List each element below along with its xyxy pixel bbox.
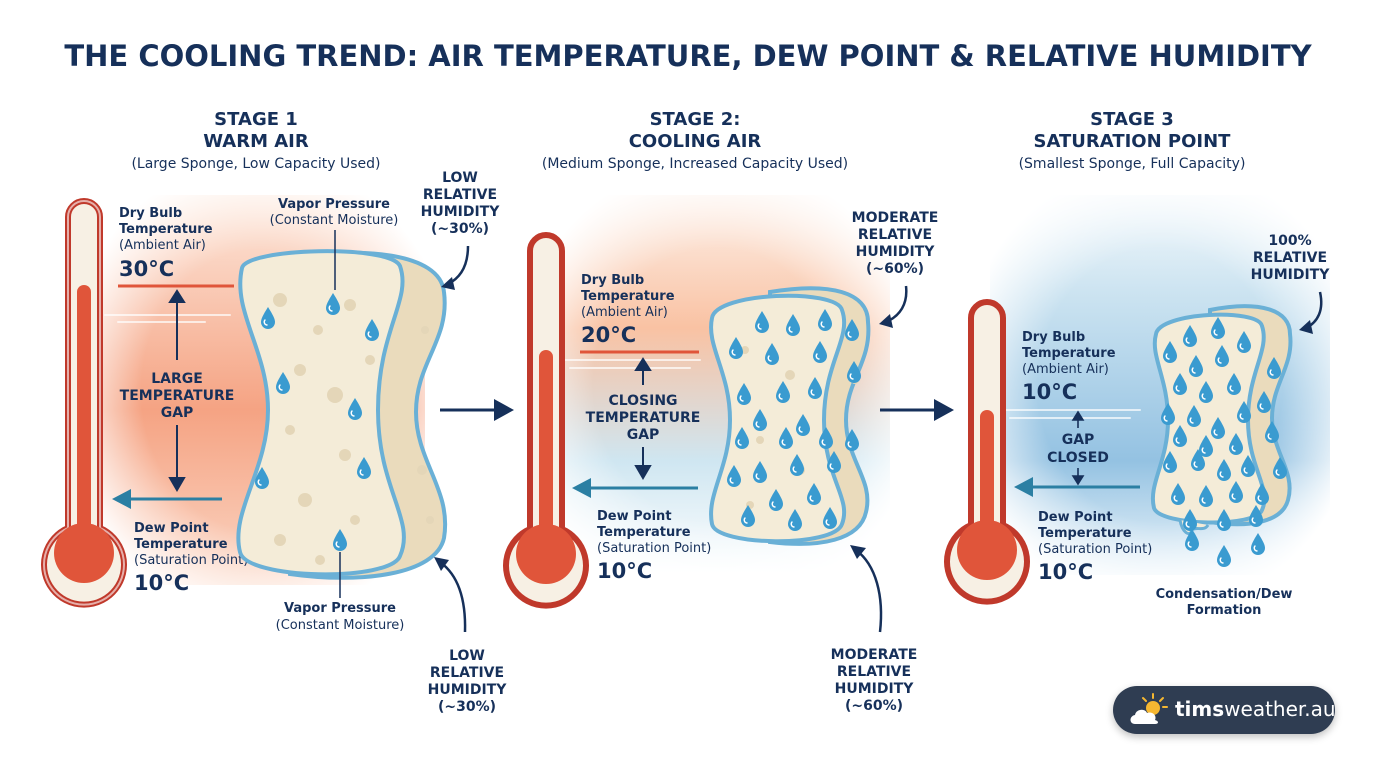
stage2-dew-line1: Dew Point [597,509,672,524]
stage2-humidity-bottom-line4: (~60%) [845,698,903,714]
stage1-vapor-top-line2: (Constant Moisture) [270,213,399,228]
stage2-dry-bulb-line1: Dry Bulb [581,273,644,288]
stage2-humidity-top-line2: RELATIVE [858,227,932,243]
stage1-dew-line2: Temperature [134,537,228,552]
stage3-subtitle: (Smallest Sponge, Full Capacity) [1019,156,1246,172]
stage1-vapor-top-line1: Vapor Pressure [278,197,390,212]
stage1-dew-point-arrow [112,489,222,509]
stage2-dry-bulb-line2: Temperature [581,289,675,304]
stage1-humidity-bottom-line3: HUMIDITY [428,682,508,698]
stage2-dew-temp: 10°C [597,559,652,583]
stage1-dry-bulb-label: Dry Bulb Temperature (Ambient Air) [119,206,213,253]
stage1-heading-line2: WARM AIR [203,131,309,152]
brand-name-bold: tims [1175,697,1225,721]
stage1-dry-bulb-line2: Temperature [119,222,213,237]
stage1-dry-bulb-line1: Dry Bulb [119,206,182,221]
stage1-vapor-bottom-line2: (Constant Moisture) [276,618,405,633]
stage1-thermometer [41,198,127,608]
stage3-sponge [1150,304,1293,568]
stage3-thermometer [944,299,1030,605]
stage-1: STAGE 1 WARM AIR (Large Sponge, Low Capa… [41,109,508,715]
stage1-humidity-top-line1: LOW [442,170,478,186]
stage2-thermometer [503,232,589,609]
stage1-gap-line1: LARGE [151,371,203,387]
stage3-dry-bulb-line3: (Ambient Air) [1022,362,1109,377]
stage2-dew-point-arrow [572,478,698,498]
page-title: THE COOLING TREND: AIR TEMPERATURE, DEW … [64,39,1312,73]
stage2-gap-line1: CLOSING [608,393,677,409]
stage2-humidity-bottom-line1: MODERATE [831,647,918,663]
stage3-dew-temp: 10°C [1038,560,1093,584]
stage1-dry-bulb-temp: 30°C [119,257,174,281]
stage2-subtitle: (Medium Sponge, Increased Capacity Used) [542,156,848,172]
stage3-gap-arrow [1071,410,1085,486]
stage1-humidity-top-line4: (~30%) [431,221,489,237]
stage1-vapor-bottom-line1: Vapor Pressure [284,601,396,616]
stage2-heading-line2: COOLING AIR [629,131,762,152]
stage3-condensation-line2: Formation [1187,603,1262,618]
stage2-dew-line3: (Saturation Point) [597,541,711,556]
stage2-sponge [709,286,871,546]
brand-name-rest: weather.au [1224,697,1336,721]
stage2-humidity-bottom-arrow [855,549,883,633]
stage3-dry-bulb-line2: Temperature [1022,346,1116,361]
stage2-humidity-top-line4: (~60%) [866,261,924,277]
stage1-humidity-bottom-line2: RELATIVE [430,665,504,681]
stage3-heading-line1: STAGE 3 [1090,109,1174,130]
stage2-gap-line3: GAP [627,427,660,443]
stage1-subtitle: (Large Sponge, Low Capacity Used) [131,156,380,172]
stage3-dew-line2: Temperature [1038,526,1132,541]
stage2-humidity-top-line3: HUMIDITY [856,244,936,260]
stage1-sponge [236,249,448,580]
stage3-gap-line1: GAP [1062,432,1095,448]
stage-2: STAGE 2: COOLING AIR (Medium Sponge, Inc… [503,109,939,714]
stage3-dew-point-arrow [1014,477,1140,497]
stage2-heading-line1: STAGE 2: [650,109,741,130]
stage2-humidity-top-line1: MODERATE [852,210,939,226]
stage2-dry-bulb-temp: 20°C [581,323,636,347]
stage3-heading-line2: SATURATION POINT [1034,131,1232,152]
stage3-humidity-top-line1: 100% [1268,233,1311,249]
stage3-gap-line2: CLOSED [1047,450,1109,466]
stage3-humidity-top-line3: HUMIDITY [1251,267,1331,283]
stage2-humidity-bottom-line3: HUMIDITY [835,681,915,697]
stage3-dry-bulb-line1: Dry Bulb [1022,330,1085,345]
transition-arrow-1 [440,399,514,421]
stage2-gap-arrow [634,357,652,480]
stage1-humidity-bottom-arrow [439,560,467,633]
stage3-dew-line1: Dew Point [1038,510,1113,525]
brand-name: timsweather.au [1175,697,1336,721]
stage1-dew-temp: 10°C [134,571,189,595]
sun-cloud-icon [1130,693,1168,724]
stage2-dew-line2: Temperature [597,525,691,540]
stage1-humidity-top-line3: HUMIDITY [421,204,501,220]
stage1-dry-bulb-line3: (Ambient Air) [119,238,206,253]
stage1-gap-arrow [168,289,186,492]
stage2-dry-bulb-line3: (Ambient Air) [581,305,668,320]
stage3-dew-line3: (Saturation Point) [1038,542,1152,557]
brand-badge[interactable]: timsweather.au [1113,686,1336,734]
stage1-humidity-top-line2: RELATIVE [423,187,497,203]
stage1-gap-line3: GAP [161,405,194,421]
stage1-gap-line2: TEMPERATURE [120,388,235,404]
stage1-dew-line1: Dew Point [134,521,209,536]
stage2-gap-line2: TEMPERATURE [586,410,701,426]
stage3-humidity-top-line2: RELATIVE [1253,250,1327,266]
stage3-condensation-line1: Condensation/Dew [1156,587,1293,602]
stage-3: STAGE 3 SATURATION POINT (Smallest Spong… [944,109,1331,618]
stage3-dry-bulb-temp: 10°C [1022,380,1077,404]
stage1-heading-line1: STAGE 1 [214,109,298,130]
stage1-humidity-bottom-line4: (~30%) [438,699,496,715]
stage1-dew-line3: (Saturation Point) [134,553,248,568]
stage2-humidity-bottom-line2: RELATIVE [837,664,911,680]
transition-arrow-2 [880,399,954,421]
stage1-humidity-bottom-line1: LOW [449,648,485,664]
